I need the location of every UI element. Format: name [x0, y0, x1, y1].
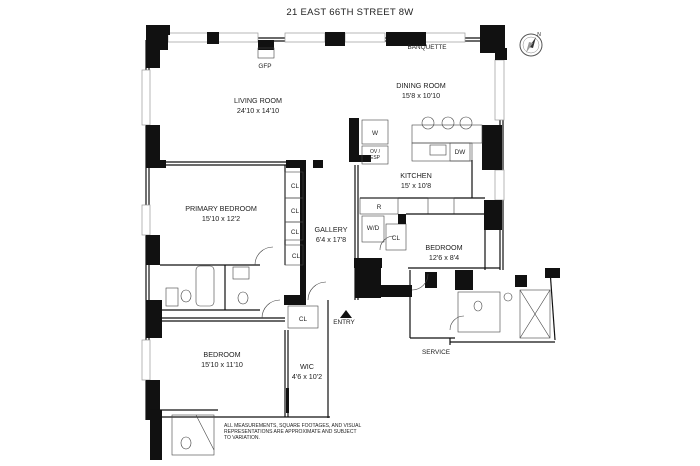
room-name-wic: WIC	[300, 362, 314, 371]
room-name-bedroom-3: BEDROOM	[203, 350, 240, 359]
room-name-kitchen: KITCHEN	[400, 171, 432, 180]
label-closet-1: CL	[291, 183, 300, 190]
room-dims-bedroom-3: 15'10 x 11'10	[201, 360, 243, 369]
structural-walls	[146, 25, 560, 420]
disclaimer: ALL MEASUREMENTS, SQUARE FOOTAGES, AND V…	[224, 423, 361, 441]
disclaimer-line-1: ALL MEASUREMENTS, SQUARE FOOTAGES, AND V…	[224, 423, 361, 429]
label-banquette: BANQUETTE	[407, 44, 446, 51]
label-service: SERVICE	[422, 349, 450, 356]
label-ov-esp-2: ESP	[370, 155, 381, 161]
disclaimer-line-2: REPRESENTATIONS ARE APPROXIMATE AND SUBJ…	[224, 429, 357, 435]
compass-icon: N	[519, 32, 543, 57]
room-dims-gallery: 6'4 x 17'8	[316, 235, 346, 244]
label-entry: ENTRY	[333, 319, 355, 326]
room-dims-living: 24'10 x 14'10	[237, 106, 279, 115]
room-name-bedroom-2: BEDROOM	[425, 243, 462, 252]
room-dims-bedroom-2: 12'6 x 8'4	[429, 253, 459, 262]
fixture-labels: BANQUETTE GFP W OV / ESP DW R W/D CL CL …	[258, 44, 466, 356]
label-closet-4: CL	[292, 253, 301, 260]
interior-walls	[150, 116, 551, 460]
fixtures	[165, 47, 513, 450]
label-washer: W	[372, 130, 379, 137]
room-dims-dining: 15'8 x 10'10	[402, 91, 440, 100]
room-dims-wic: 4'6 x 10'2	[292, 372, 322, 381]
label-ov-esp-1: OV /	[370, 149, 381, 155]
label-closet-entry: CL	[299, 316, 308, 323]
label-closet-2: CL	[291, 208, 300, 215]
room-labels: LIVING ROOM 24'10 x 14'10 DINING ROOM 15…	[185, 81, 462, 381]
label-dishwasher: DW	[455, 149, 467, 156]
label-gfp: GFP	[258, 63, 271, 70]
label-refrigerator: R	[377, 204, 382, 211]
disclaimer-line-3: TO VARIATION.	[224, 435, 260, 441]
plan-title: 21 EAST 66TH STREET 8W	[286, 7, 413, 18]
room-name-living: LIVING ROOM	[234, 96, 282, 105]
windows	[141, 32, 505, 381]
room-dims-kitchen: 15' x 10'8	[401, 181, 431, 190]
label-closet-3: CL	[291, 229, 300, 236]
compass-label: N	[537, 32, 541, 38]
room-dims-primary-bedroom: 15'10 x 12'2	[202, 214, 240, 223]
room-name-gallery: GALLERY	[314, 225, 347, 234]
entry-arrow-icon	[340, 310, 352, 318]
room-name-dining: DINING ROOM	[396, 81, 446, 90]
door-swings	[254, 235, 465, 331]
label-washer-dryer: W/D	[367, 225, 380, 232]
label-closet-gallery: CL	[392, 235, 401, 242]
room-name-primary-bedroom: PRIMARY BEDROOM	[185, 204, 257, 213]
